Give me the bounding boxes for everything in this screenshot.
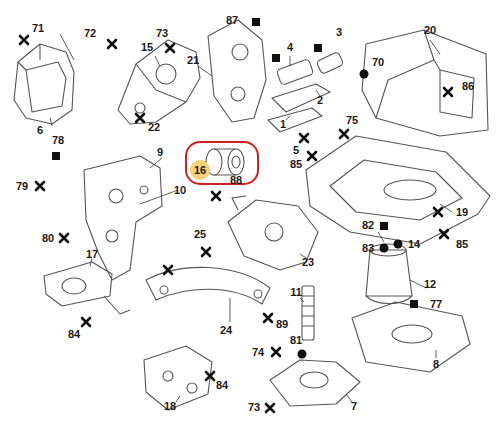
callout-number: 79 — [16, 180, 28, 192]
callout-number: 82 — [362, 219, 374, 231]
callout-number: 70 — [372, 56, 384, 68]
callout-number: 84 — [216, 379, 228, 391]
callout-number: 83 — [362, 242, 374, 254]
callout-number: 9 — [157, 146, 163, 158]
callout-number: 4 — [287, 41, 293, 53]
callout-number: 77 — [430, 298, 442, 310]
callout-number: 5 — [293, 144, 299, 156]
callout-number: 89 — [276, 318, 288, 330]
callout-number: 15 — [141, 41, 153, 53]
callout-number: 72 — [84, 27, 96, 39]
callout-number: 21 — [187, 54, 199, 66]
callout-number: 78 — [52, 134, 64, 146]
callout-number: 7 — [351, 400, 357, 412]
callout-number: 14 — [408, 238, 420, 250]
callout-number: 6 — [37, 124, 43, 136]
callout-number: 22 — [148, 121, 160, 133]
callout-number: 73 — [156, 27, 168, 39]
callout-number: 20 — [424, 24, 436, 36]
callout-number: 12 — [424, 278, 436, 290]
callout-number: 84 — [68, 328, 80, 340]
callout-number: 71 — [32, 22, 44, 34]
callout-number: 73 — [248, 401, 260, 413]
callout-number: 87 — [226, 14, 238, 26]
callout-number: 17 — [86, 248, 98, 260]
callout-number: 25 — [194, 228, 206, 240]
callout-number: 75 — [346, 114, 358, 126]
callout-number: 3 — [336, 26, 342, 38]
callout-number: 8 — [433, 358, 439, 370]
callout-number: 74 — [252, 346, 264, 358]
callout-number: 85 — [290, 158, 302, 170]
callout-number: 88 — [230, 174, 242, 186]
callout-number: 85 — [456, 238, 468, 250]
callout-number: 81 — [290, 334, 302, 346]
callout-number: 2 — [317, 94, 323, 106]
callout-number: 80 — [42, 232, 54, 244]
callout-number: 16 — [194, 164, 206, 176]
callout-number: 11 — [290, 286, 302, 298]
callout-number: 24 — [220, 324, 232, 336]
callout-number: 18 — [164, 400, 176, 412]
callout-number: 86 — [462, 80, 474, 92]
callout-number: 19 — [456, 206, 468, 218]
callout-number: 23 — [302, 256, 314, 268]
callout-number: 1 — [280, 118, 286, 130]
callout-number: 10 — [174, 184, 186, 196]
